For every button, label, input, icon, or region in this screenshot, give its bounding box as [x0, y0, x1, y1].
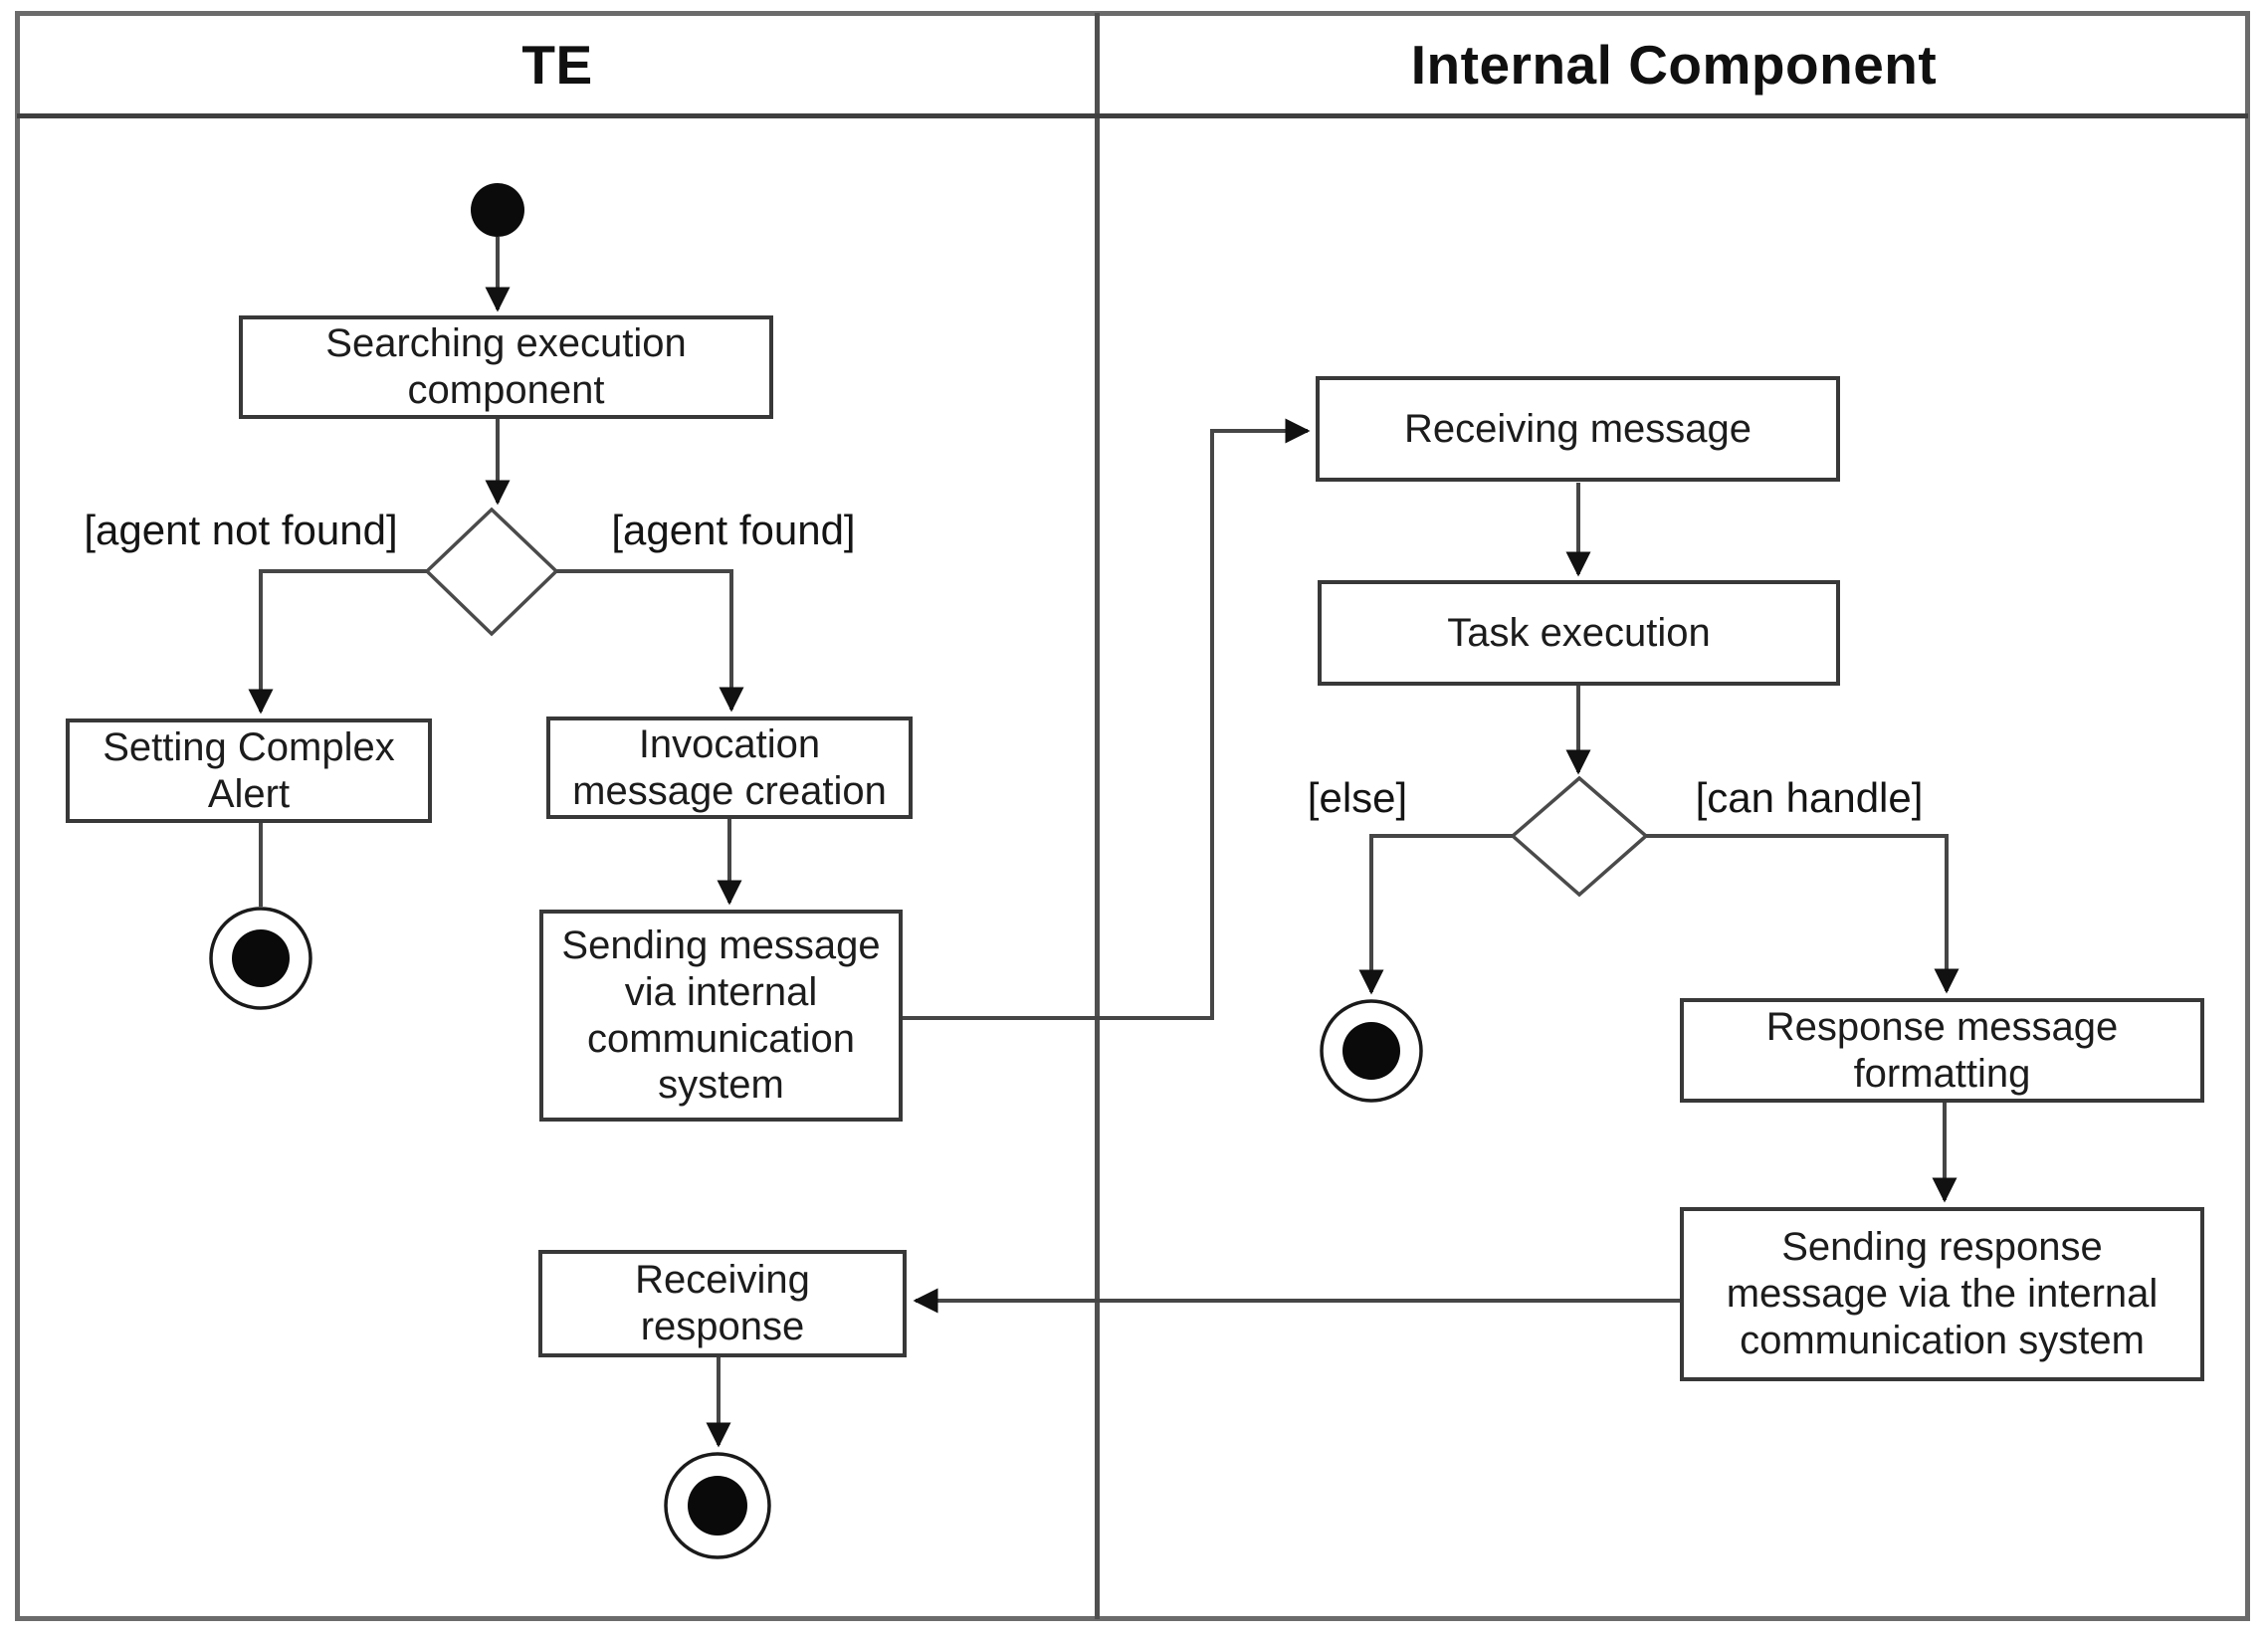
edge-decision-to-setting-alert [248, 569, 427, 715]
final-node-inner [688, 1476, 747, 1536]
activity-invocation-message-creation: Invocation message creation [546, 717, 913, 819]
initial-node [471, 183, 524, 237]
guard-label-agent-not-found: [agent not found] [84, 507, 398, 553]
lane-title-te: TE [521, 34, 593, 96]
activity-receiving-message: Receiving message [1316, 376, 1840, 482]
activity-response-message-formatting: Response message formatting [1680, 998, 2204, 1103]
activity-receiving-response: Receiving response [538, 1250, 907, 1357]
edge-decision-to-final-else [1358, 834, 1513, 995]
edge-decision-to-invocation [556, 569, 744, 713]
final-node-inner [1342, 1022, 1400, 1080]
activity-sending-response-message: Sending response message via the interna… [1680, 1207, 2204, 1381]
activity-searching-execution-component: Searching execution component [239, 315, 773, 419]
guard-label-else: [else] [1307, 774, 1408, 821]
activity-task-execution: Task execution [1318, 580, 1840, 686]
swimlane-divider [1095, 13, 1100, 1619]
edge-decision-to-response-formatting [1646, 834, 1959, 994]
decision-can-handle [1510, 775, 1649, 898]
decision-agent-found [424, 507, 559, 637]
swimlane-header-divider [17, 113, 2248, 118]
guard-label-can-handle: [can handle] [1695, 774, 1924, 821]
lane-title-internal-component: Internal Component [1410, 34, 1938, 96]
edge-sending-to-receiving-message [903, 418, 1311, 1020]
swimlane-frame [15, 11, 2250, 1621]
guard-label-agent-found: [agent found] [611, 507, 856, 553]
activity-sending-message-internal-communication: Sending message via internal communicati… [539, 910, 903, 1122]
activity-setting-complex-alert: Setting Complex Alert [66, 718, 432, 823]
final-node-inner [232, 929, 290, 987]
